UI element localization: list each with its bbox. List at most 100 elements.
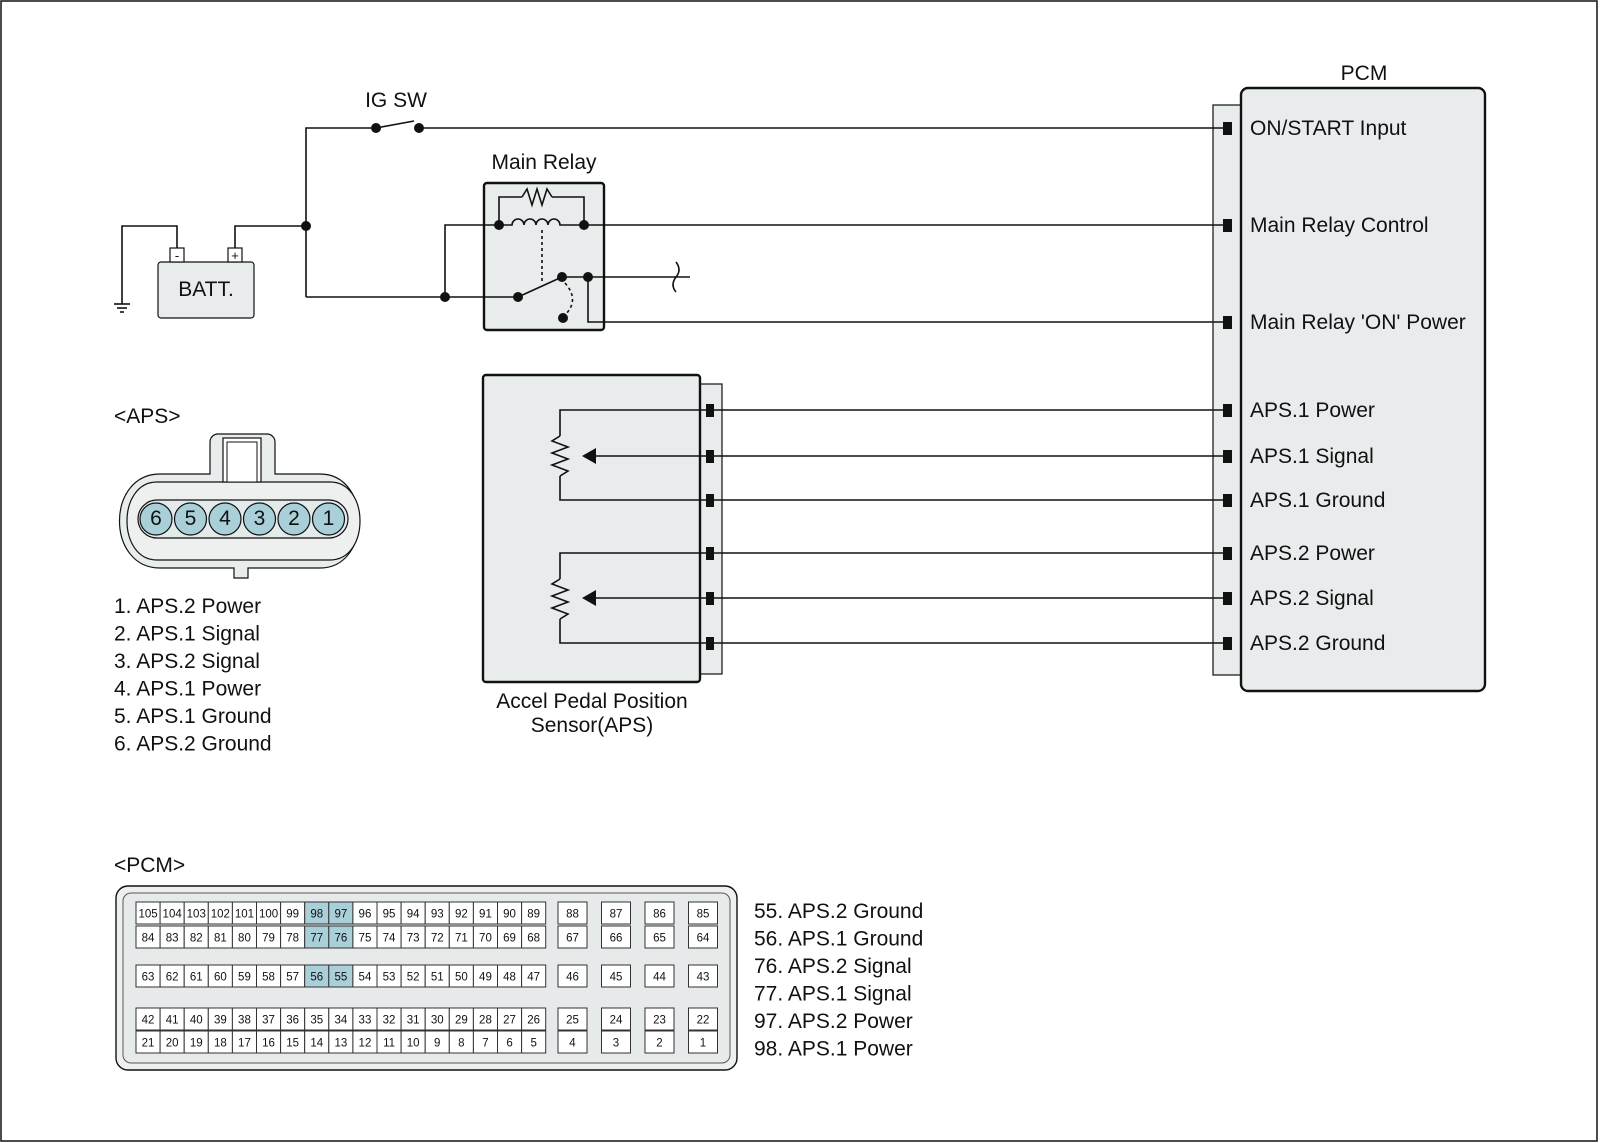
aps-sensor-connector-strip [699, 383, 723, 675]
pcm-pin-number: 47 [527, 972, 540, 984]
main-relay: Main Relay [306, 151, 1228, 332]
pcm-pin-number: 53 [383, 972, 396, 984]
pcm-pin-number: 80 [238, 933, 251, 945]
pcm-pin-number: 55 [334, 972, 347, 984]
pcm-pin-number: 10 [407, 1038, 420, 1050]
main-relay-box [482, 181, 606, 332]
pcm-pin [688, 1007, 718, 1031]
pcm-title: PCM [1341, 62, 1388, 85]
aps-pin [311, 502, 346, 536]
pcm-pin-number: 16 [262, 1038, 275, 1050]
pcm-pin-number: 18 [214, 1038, 227, 1050]
pcm-pin-number: 101 [235, 909, 254, 921]
pcm-pin-number: 49 [479, 972, 492, 984]
pcm-box [1239, 86, 1487, 693]
pcm-pin [644, 964, 675, 988]
pcm-pin-number: 52 [407, 972, 420, 984]
pcm-pin-number: 90 [503, 909, 516, 921]
pcm-pin-number: 51 [431, 972, 444, 984]
aps-pin [208, 502, 242, 536]
pcm-pin-number: 11 [383, 1038, 395, 1050]
pcm-pin-number: 32 [383, 1015, 396, 1027]
pcm-pin-number: 9 [434, 1038, 440, 1050]
pcm-pin [644, 1030, 675, 1054]
pcm-pin [521, 1007, 547, 1031]
aps-pin-number: 5 [185, 507, 197, 530]
pcm-pin [601, 1030, 631, 1054]
pcm-pin-number: 75 [359, 933, 372, 945]
pcm-pin-number: 78 [286, 933, 299, 945]
pcm-pin-number: 3 [613, 1038, 619, 1050]
pcm-pin-number: 23 [653, 1015, 666, 1027]
aps-legend-item: 6. APS.2 Ground [114, 733, 272, 756]
pcm-pin-number: 6 [506, 1038, 512, 1050]
pcm-pin-number: 103 [187, 909, 206, 921]
aps-pin [242, 502, 277, 536]
pcm-pin-number: 76 [334, 933, 347, 945]
pcm-pin-number: 84 [142, 933, 155, 945]
pcm-pin-number: 40 [190, 1015, 203, 1027]
pcm-pin-number: 22 [697, 1015, 710, 1027]
pcm-pin-number: 26 [527, 1015, 540, 1027]
ground-symbol [114, 225, 178, 313]
pcm-pin-number: 7 [482, 1038, 488, 1050]
aps-legend-item: 5. APS.1 Ground [114, 705, 272, 728]
pcm-legend-item: 76. APS.2 Signal [754, 955, 912, 978]
pcm-pin-number: 2 [656, 1038, 662, 1050]
pcm-pin-number: 93 [431, 909, 444, 921]
pcm-pin [557, 1007, 588, 1031]
pcm-pin-number: 83 [166, 933, 179, 945]
pcm-terminal-label: APS.1 Signal [1250, 445, 1374, 468]
pcm-pin-number: 14 [310, 1038, 323, 1050]
pcm-pin-number: 39 [214, 1015, 227, 1027]
pcm-pin-number: 92 [455, 909, 468, 921]
pcm-terminal-label: APS.1 Power [1250, 399, 1375, 422]
pcm-pin-number: 41 [166, 1015, 179, 1027]
pcm-pin-number: 20 [166, 1038, 179, 1050]
pcm-pin-number: 82 [190, 933, 203, 945]
battery-positive-sign: + [231, 248, 239, 263]
aps-sensor-terminal [706, 547, 714, 560]
pcm-pin-number: 65 [653, 933, 666, 945]
aps-sensor-terminal [706, 404, 714, 417]
pcm-terminal-label: APS.2 Power [1250, 542, 1375, 565]
pcm-pin-number: 104 [163, 909, 183, 921]
aps-sensor-label-line1: Accel Pedal Position [496, 690, 687, 713]
pcm-pin-number: 30 [431, 1015, 444, 1027]
pcm-pin-number: 33 [359, 1015, 372, 1027]
pcm-terminal-label: ON/START Input [1250, 117, 1407, 140]
pcm-pin [521, 1030, 547, 1054]
pcm-pin-number: 50 [455, 972, 468, 984]
pcm-pin-number: 4 [569, 1038, 576, 1050]
pcm-pin-number: 68 [527, 933, 540, 945]
potentiometer-1 [549, 409, 710, 501]
ig-sw-label: IG SW [365, 89, 427, 112]
pcm-pin-number: 64 [697, 933, 710, 945]
battery-body [157, 261, 255, 319]
pcm-pin-number: 58 [262, 972, 275, 984]
pcm-pin-number: 79 [262, 933, 275, 945]
pcm-pin-number: 37 [262, 1015, 275, 1027]
pcm-pin-number: 35 [310, 1015, 323, 1027]
aps-sensor-terminal [706, 494, 714, 507]
aps-pin-number: 2 [288, 507, 300, 530]
pcm-legend-item: 97. APS.2 Power [754, 1010, 913, 1033]
aps-connector-title: <APS> [114, 405, 181, 428]
pcm-pin [521, 925, 547, 949]
pcm-pin [601, 925, 631, 949]
pcm-legend-item: 55. APS.2 Ground [754, 900, 923, 923]
pcm-pin-number: 97 [334, 909, 347, 921]
pcm-pin-number: 72 [431, 933, 444, 945]
pcm-pin-number: 48 [503, 972, 516, 984]
pcm-pin [557, 901, 588, 925]
pcm-pin-number: 85 [697, 909, 710, 921]
pcm-terminal-label: APS.1 Ground [1250, 489, 1385, 512]
pcm-pin [688, 901, 718, 925]
